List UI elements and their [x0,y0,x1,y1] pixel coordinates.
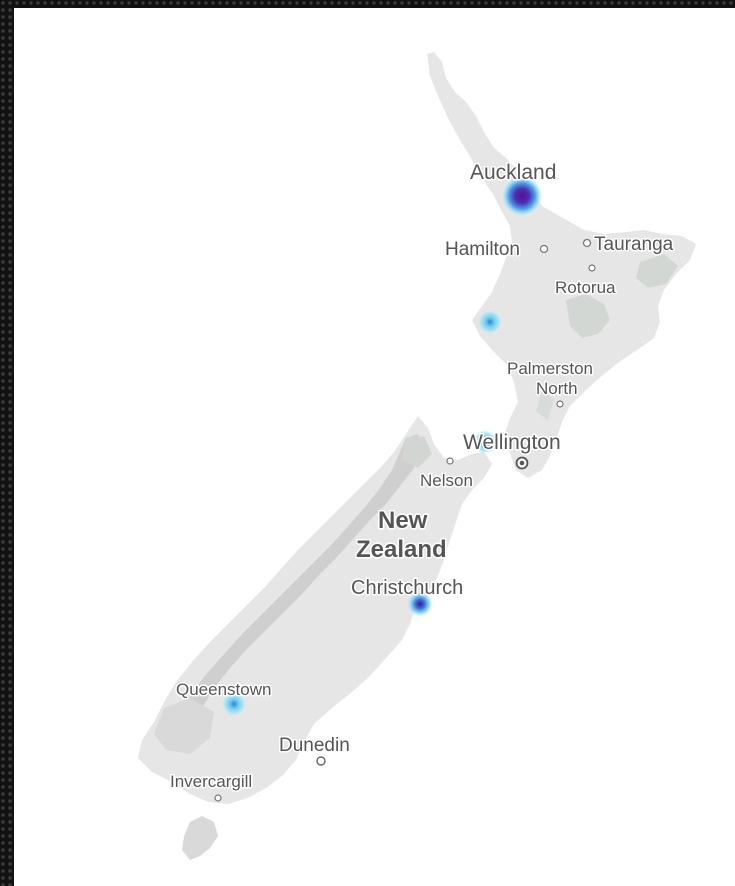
city-label-invercargill: Invercargill [170,772,252,791]
map-canvas[interactable]: Auckland Hamilton Tauranga Rotorua Palme… [14,8,735,886]
north-island-terrain [536,388,554,420]
city-label-tauranga: Tauranga [594,234,674,255]
city-label-palmerston-north-line1: Palmerston [507,359,593,378]
city-marker-dunedin[interactable] [316,756,326,766]
north-island-terrain [636,254,678,288]
stewart-island [182,816,218,860]
city-label-wellington: Wellington [463,431,561,454]
city-label-queenstown: Queenstown [176,680,271,699]
north-island [427,52,696,478]
city-marker-rotorua[interactable] [588,264,596,272]
city-marker-hamilton[interactable] [539,244,549,254]
north-island-terrain [566,294,610,338]
heat-point-christchurch[interactable] [407,591,433,617]
southern-alps-terrain [182,434,422,724]
heat-point-wellington[interactable] [473,430,497,454]
fiordland-terrain [154,698,214,754]
heat-point-queenstown[interactable] [222,692,246,716]
city-label-auckland: Auckland [470,161,556,184]
heat-point-auckland[interactable] [502,176,542,216]
country-label-line1: New [378,507,428,534]
city-label-dunedin: Dunedin [279,735,350,756]
city-marker-tauranga[interactable] [582,238,592,248]
city-label-nelson: Nelson [420,471,473,490]
city-marker-nelson[interactable] [446,457,454,465]
map-panel[interactable]: Auckland Hamilton Tauranga Rotorua Palme… [14,8,735,886]
city-marker-palmerston-north[interactable] [556,400,564,408]
city-label-hamilton: Hamilton [445,239,520,260]
city-label-rotorua: Rotorua [555,278,616,297]
city-marker-invercargill[interactable] [214,794,222,802]
country-label-line2: Zealand [356,536,447,563]
nelson-terrain [402,436,432,468]
capital-marker-dot [519,460,525,466]
city-label-palmerston-north-line2: North [536,379,578,398]
city-label-christchurch: Christchurch [351,577,463,599]
heat-point-taranaki[interactable] [478,310,502,334]
